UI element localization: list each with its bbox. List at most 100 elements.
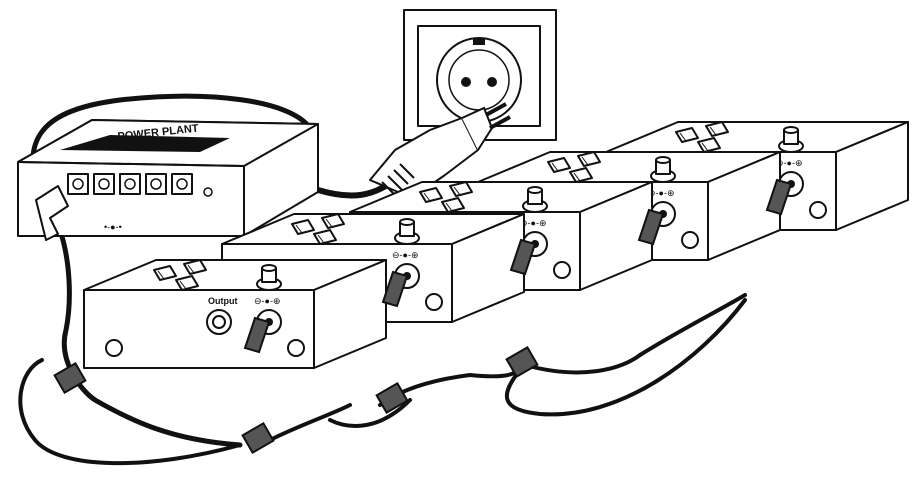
output-label: Output xyxy=(208,296,238,306)
pedal-side xyxy=(835,121,909,231)
pedal-hole-left xyxy=(105,339,123,357)
psu-polarity-mark: •-●-• xyxy=(104,222,122,232)
knob-ridge xyxy=(573,172,581,182)
knob-ridge xyxy=(179,280,187,290)
pedal-side xyxy=(451,213,525,323)
knob-ridge xyxy=(295,224,303,234)
dc-plug xyxy=(243,316,271,354)
knob-icon xyxy=(569,167,593,183)
knob-icon xyxy=(175,275,199,291)
footswitch-cap xyxy=(655,156,671,164)
psu-front-top-edge xyxy=(17,161,245,167)
footswitch-cap xyxy=(783,126,799,134)
psu-loop-cable xyxy=(30,93,313,201)
chain-cable-b xyxy=(18,358,242,466)
pedal-5: Output ⊖-●-⊕ xyxy=(83,259,387,369)
knob-icon xyxy=(153,265,177,281)
psu-dc-plug xyxy=(35,185,69,241)
chain-cable-c xyxy=(268,403,352,442)
knob-ridge xyxy=(701,142,709,152)
psu-output-jack xyxy=(145,173,167,195)
knob-ridge xyxy=(157,270,165,280)
polarity-mark: ⊖-●-⊕ xyxy=(392,250,419,260)
output-jack-inner xyxy=(212,315,226,329)
plug-pin-bottom xyxy=(489,115,511,130)
psu-output-hole xyxy=(176,178,188,190)
psu-output-hole xyxy=(124,178,136,190)
pedal-hole-right xyxy=(809,201,827,219)
outlet-hole-right xyxy=(487,77,497,87)
pedal-hole-right xyxy=(553,261,571,279)
knob-icon xyxy=(697,137,721,153)
knob-ridge xyxy=(581,156,589,166)
y-splitter-4 xyxy=(505,345,539,379)
knob-ridge xyxy=(453,186,461,196)
psu-output-jack xyxy=(67,173,89,195)
chain-cable-e xyxy=(328,398,412,428)
pedal-side xyxy=(313,259,387,369)
knob-ridge xyxy=(445,202,453,212)
knob-ridge xyxy=(423,192,431,202)
pedal-side xyxy=(579,181,653,291)
dc-plug xyxy=(509,238,537,276)
psu-output-hole xyxy=(150,178,162,190)
y-splitter-1 xyxy=(53,361,87,395)
dc-plug xyxy=(637,208,665,246)
psu-output-hole xyxy=(72,178,84,190)
knob-icon xyxy=(183,259,207,275)
knob-icon xyxy=(547,157,571,173)
cables-layer xyxy=(18,93,747,466)
knob-icon xyxy=(577,151,601,167)
power-supply: POWER PLANT•-●-• xyxy=(17,119,319,241)
chain-cable-f xyxy=(523,353,642,375)
plug-head xyxy=(461,106,494,151)
wall-outlet xyxy=(403,9,557,141)
outlet-hole-left xyxy=(461,77,471,87)
knob-ridge xyxy=(551,162,559,172)
dc-plug xyxy=(381,270,409,308)
knob-icon xyxy=(419,187,443,203)
outlet-ground-top xyxy=(473,38,485,45)
psu-output-jack xyxy=(171,173,193,195)
pedal-hole-right xyxy=(681,231,699,249)
knob-ridge xyxy=(325,218,333,228)
polarity-mark: ⊖-●-⊕ xyxy=(648,188,675,198)
psu-output-jack xyxy=(93,173,115,195)
knob-icon xyxy=(675,127,699,143)
psu-output-jack xyxy=(119,173,141,195)
knob-icon xyxy=(291,219,315,235)
dc-jacks-layer xyxy=(243,178,793,354)
knob-ridge xyxy=(709,126,717,136)
knob-ridge xyxy=(187,264,195,274)
polarity-mark: ⊖-●-⊕ xyxy=(520,218,547,228)
dc-plug xyxy=(765,178,793,216)
footswitch-cap xyxy=(261,264,277,272)
knob-icon xyxy=(449,181,473,197)
polarity-mark: ⊖-●-⊕ xyxy=(254,296,281,306)
knob-ridge xyxy=(679,132,687,142)
pedal-side xyxy=(707,151,781,261)
psu-led xyxy=(203,187,213,197)
chain-cable-g xyxy=(504,298,747,417)
psu-label-band xyxy=(60,135,230,152)
pedal-hole-right xyxy=(425,293,443,311)
knob-icon xyxy=(313,229,337,245)
knob-ridge xyxy=(317,234,325,244)
footswitch-cap xyxy=(399,218,415,226)
plug-grip-ridge xyxy=(399,163,415,179)
mains-plug xyxy=(369,102,511,199)
chain-cable-h xyxy=(638,293,747,357)
knob-icon xyxy=(441,197,465,213)
pedal-hole-right xyxy=(287,339,305,357)
plug-grip-ridge xyxy=(393,169,409,185)
plug-pin-top xyxy=(485,102,507,117)
polarity-mark: ⊖-●-⊕ xyxy=(776,158,803,168)
y-splitter-2 xyxy=(241,421,275,455)
psu-output-hole xyxy=(98,178,110,190)
plug-grip-ridge xyxy=(387,175,403,191)
knob-icon xyxy=(321,213,345,229)
knob-icon xyxy=(705,121,729,137)
footswitch-cap xyxy=(527,186,543,194)
y-splitter-3 xyxy=(375,381,409,415)
